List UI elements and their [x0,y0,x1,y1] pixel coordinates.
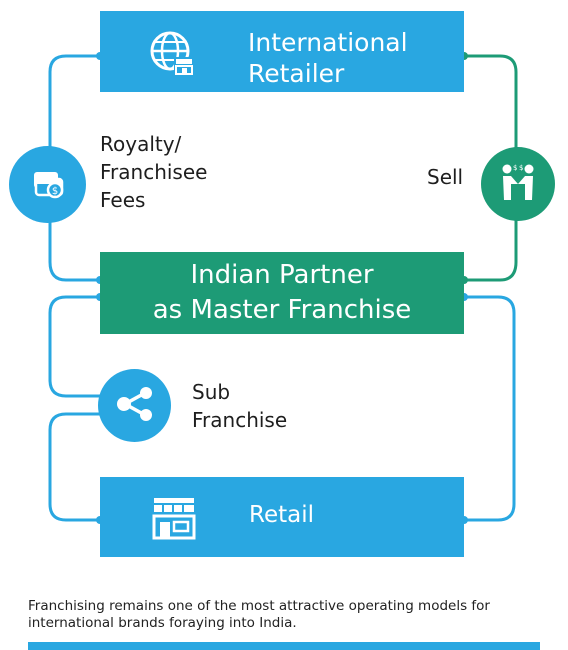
caption: Franchising remains one of the most attr… [28,598,490,631]
sub-franchise-circle [98,369,171,442]
money-bag-icon: $ [28,163,68,207]
storefront-icon [152,496,196,540]
node-partner-label: Indian Partner as Master Franchise [152,260,412,325]
edge-sub-franchise-label: Sub Franchise [192,380,288,432]
node-indian-partner: Indian Partner as Master Franchise [100,252,464,334]
fees-circle: $ [9,146,86,223]
globe-store-icon [148,29,196,77]
node-retail-label: Retail [249,502,314,528]
edge-sell-label: Sell [427,165,464,189]
svg-text:$: $ [513,164,517,172]
edge-right-retail-line [464,295,516,522]
svg-text:$: $ [519,164,523,172]
share-icon [113,382,157,430]
edge-sub-line-lower [48,412,100,522]
bottom-accent-bar [28,642,540,650]
node-retail: Retail [100,477,464,557]
edge-fees-label: Royalty/ Franchisee Fees [100,132,208,212]
svg-text:$: $ [51,186,57,197]
node-international-retailer: International Retailer [100,11,464,92]
handshake-icon: $ $ [496,160,540,208]
edge-sub-line-upper [48,295,100,398]
sell-circle: $ $ [481,147,555,221]
node-retailer-label: International Retailer [248,28,408,88]
